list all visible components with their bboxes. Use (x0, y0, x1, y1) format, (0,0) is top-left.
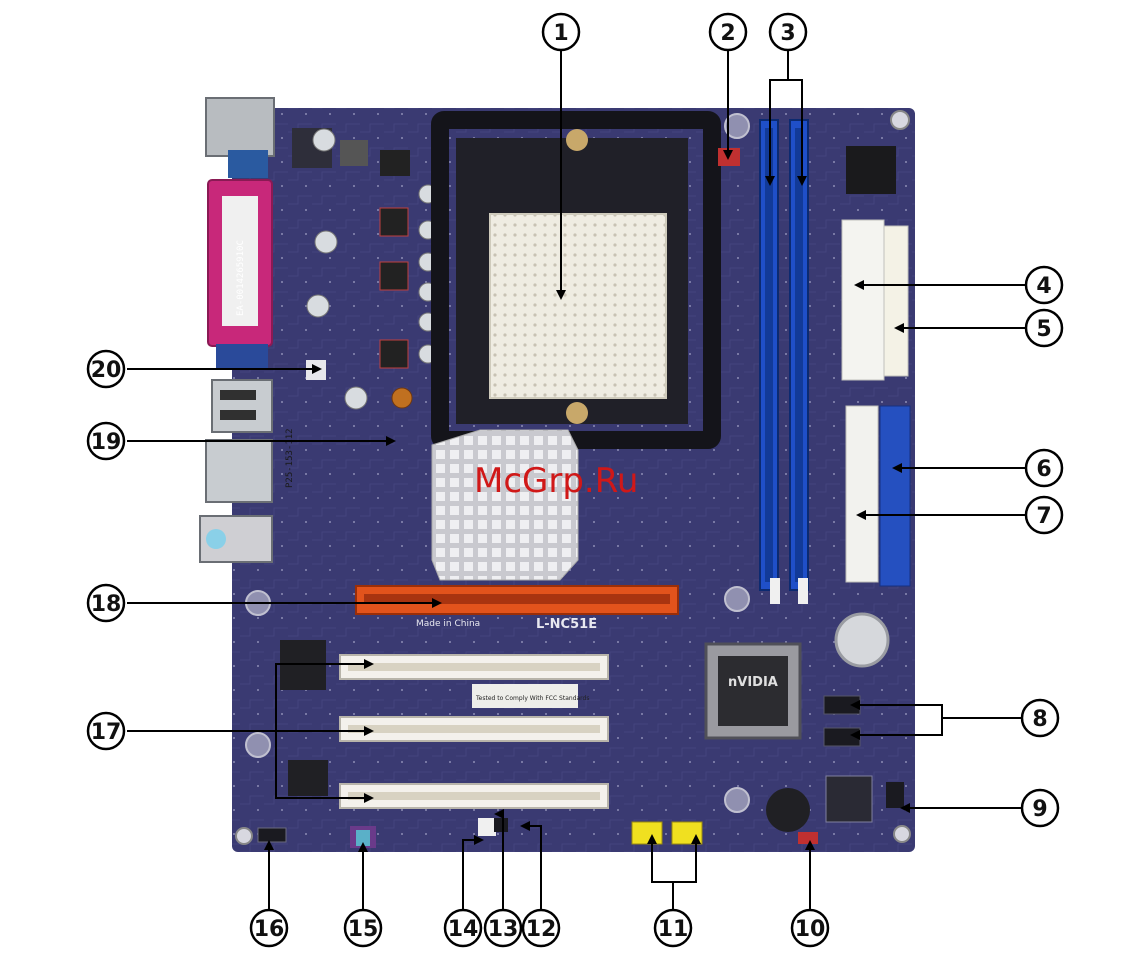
callout-13: 13 (485, 910, 521, 946)
callout-9: 9 (1022, 790, 1058, 826)
callout-3-number: 3 (780, 21, 795, 46)
callout-20-number: 20 (91, 358, 122, 383)
callout-9-number: 9 (1032, 797, 1047, 822)
callout-2: 2 (710, 14, 746, 50)
watermark: McGrp.Ru (474, 461, 638, 501)
callout-12-number: 12 (526, 917, 557, 942)
chassis-intrusion-header (886, 782, 904, 808)
callout-16: 16 (251, 910, 287, 946)
mount-hole (894, 826, 910, 842)
callout-18: 18 (88, 585, 124, 621)
power-led-header (798, 832, 818, 844)
bios-chip (826, 776, 872, 822)
callout-19-number: 19 (91, 430, 122, 455)
callout-3: 3 (770, 14, 806, 50)
callout-5-number: 5 (1036, 317, 1051, 342)
callout-10-number: 10 (795, 917, 826, 942)
pcie-x16-slot (356, 586, 678, 614)
pci-slot-3 (340, 784, 608, 808)
mount-hole (725, 788, 749, 812)
made-in-label: Made in China (416, 619, 480, 629)
atx-power-connector (842, 220, 908, 380)
usb-slot (220, 410, 256, 420)
lan-chip (288, 760, 328, 796)
callout-14-number: 14 (448, 917, 479, 942)
lan-port (206, 440, 272, 502)
parallel-port-label: EA-0014265910C (236, 240, 246, 316)
callout-11: 11 (655, 910, 691, 946)
usb-slot (220, 390, 256, 400)
mount-hole (891, 111, 909, 129)
vga-port (216, 344, 268, 370)
system-fan-header (258, 828, 286, 842)
callout-13-number: 13 (488, 917, 519, 942)
sata-connector-2 (824, 728, 860, 746)
pci-slot-1 (340, 655, 608, 679)
callout-19: 19 (88, 423, 124, 459)
callout-7-number: 7 (1036, 504, 1051, 529)
callout-17-number: 17 (91, 720, 122, 745)
mount-hole (236, 828, 252, 844)
cpu-socket (440, 120, 712, 440)
callout-2-number: 2 (720, 21, 735, 46)
serial-port (228, 150, 268, 178)
mount-hole (725, 587, 749, 611)
callout-15: 15 (345, 910, 381, 946)
callout-11-number: 11 (658, 917, 689, 942)
callout-20: 20 (88, 351, 124, 387)
buzzer (766, 788, 810, 832)
spdif-header (494, 818, 508, 832)
callout-7: 7 (1026, 497, 1062, 533)
usb-ports (212, 380, 272, 432)
ps2-ports (206, 98, 274, 156)
callout-4: 4 (1026, 267, 1062, 303)
ide-primary-connector (880, 406, 910, 586)
model-label: L-NC51E (536, 617, 597, 632)
callout-15-number: 15 (348, 917, 379, 942)
chipset-heatsink (432, 430, 578, 580)
fcc-text: Tested to Comply With FCC Standards (475, 695, 589, 702)
ide-secondary-connector (846, 406, 878, 582)
callout-5: 5 (1026, 310, 1062, 346)
superio-chip (846, 146, 896, 194)
cmos-battery (836, 614, 888, 666)
callout-17: 17 (88, 713, 124, 749)
callout-8-number: 8 (1032, 707, 1047, 732)
callout-18-number: 18 (91, 592, 122, 617)
cd-in-header (478, 818, 496, 836)
callout-12: 12 (523, 910, 559, 946)
chipset-brand: nVIDIA (728, 675, 778, 690)
nvidia-chipset (706, 644, 800, 738)
lan-label: P25-153-112 (285, 428, 295, 488)
pci-slot-2 (340, 717, 608, 741)
audio-jack (206, 529, 226, 549)
callout-14: 14 (445, 910, 481, 946)
mount-hole (246, 733, 270, 757)
callout-16-number: 16 (254, 917, 285, 942)
callout-8: 8 (1022, 700, 1058, 736)
callout-1-number: 1 (553, 21, 568, 46)
callout-1: 1 (543, 14, 579, 50)
callout-6: 6 (1026, 450, 1062, 486)
callout-4-number: 4 (1036, 274, 1051, 299)
callout-10: 10 (792, 910, 828, 946)
callout-6-number: 6 (1036, 457, 1051, 482)
